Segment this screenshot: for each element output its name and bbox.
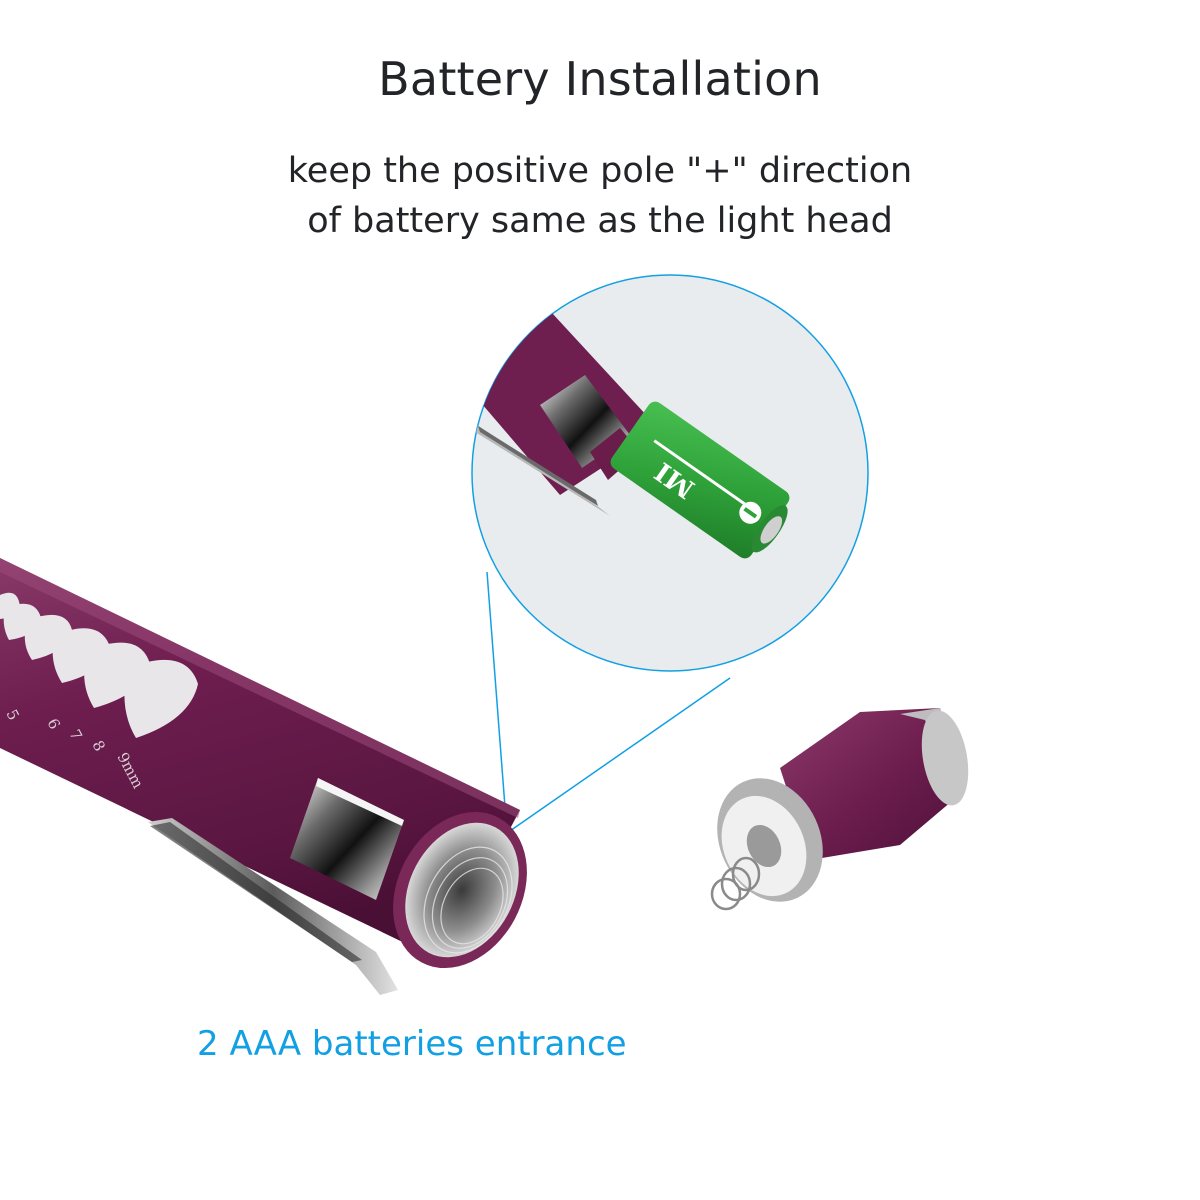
spring-icon: [710, 856, 761, 911]
page-title: Battery Installation: [378, 52, 822, 106]
instruction-text: keep the positive pole "+" direction of …: [0, 146, 1200, 246]
zoom-detail-circle: MI: [471, 274, 869, 672]
penlight-body: 5 6 7 8 9mm: [0, 558, 527, 995]
pocket-clip: [148, 818, 398, 995]
instruction-line-1: keep the positive pole "+" direction: [287, 151, 913, 191]
pupil-gauge: [0, 592, 198, 738]
battery-entrance-caption: 2 AAA batteries entrance: [197, 1024, 627, 1064]
instruction-line-2: of battery same as the light head: [307, 201, 893, 241]
light-head: [710, 708, 969, 911]
callout-lines: [486, 571, 731, 834]
